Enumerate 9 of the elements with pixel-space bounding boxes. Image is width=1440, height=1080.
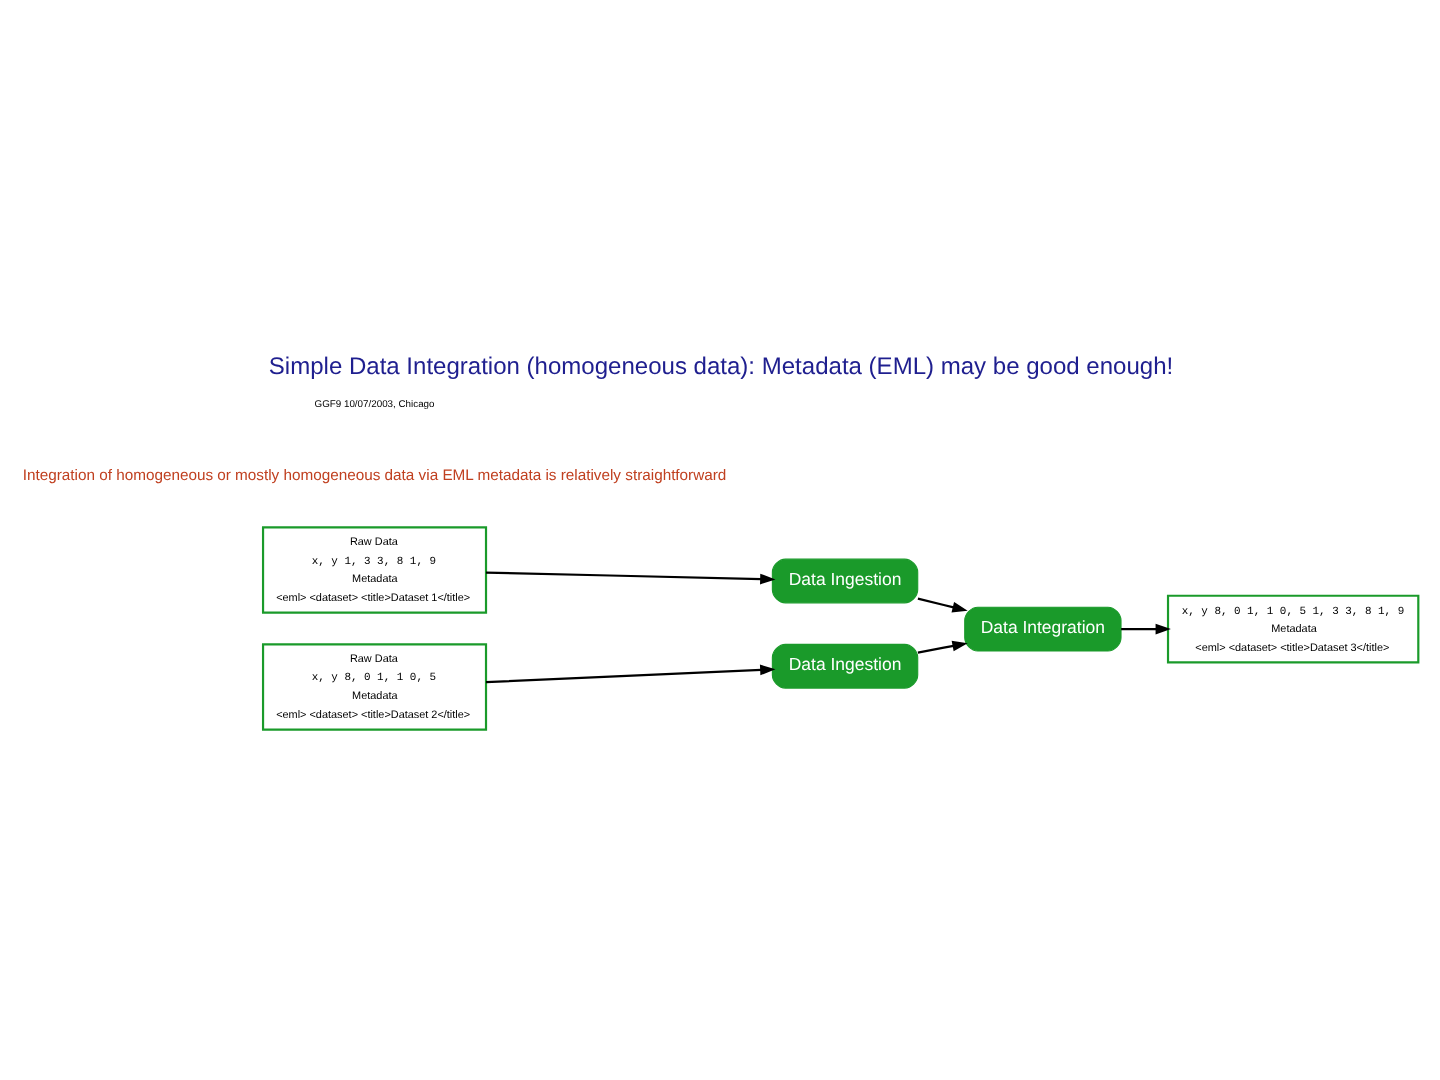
node-box: Data Integration xyxy=(963,606,1121,652)
arrow xyxy=(916,597,967,613)
arrow xyxy=(1120,623,1170,635)
diagram-title: Simple Data Integration (homogeneous data): Metadata (EML) may be good enough! xyxy=(267,351,1173,380)
node-box: Data Ingestion xyxy=(770,643,918,689)
arrow xyxy=(485,571,775,585)
arrow xyxy=(484,664,775,684)
node-box: Data Ingestion xyxy=(770,558,918,604)
arrow xyxy=(916,640,967,654)
